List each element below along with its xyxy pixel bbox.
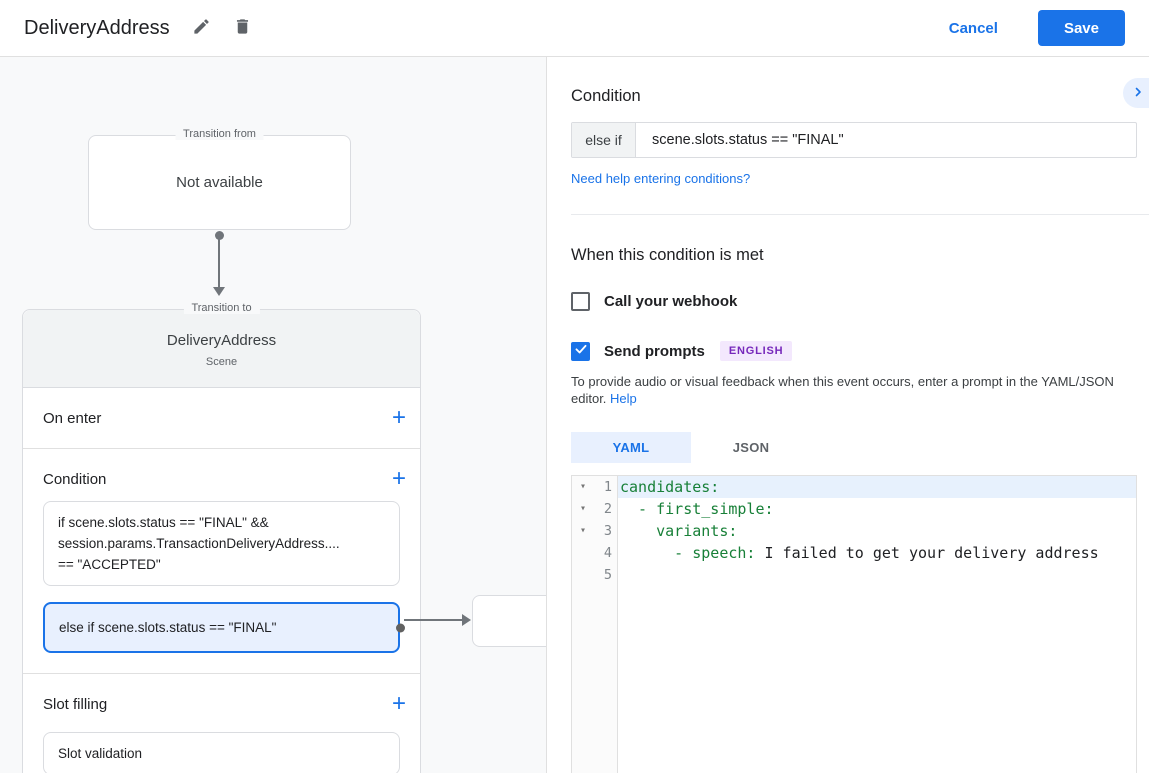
pencil-icon: [192, 17, 211, 39]
send-prompts-label: Send prompts: [604, 342, 705, 360]
condition-item-2-selected[interactable]: else if scene.slots.status == "FINAL": [43, 602, 405, 653]
scene-card-header[interactable]: DeliveryAddress Scene: [23, 310, 420, 388]
editor-gutter-fill: [572, 586, 1136, 773]
yaml-code-editor[interactable]: ▾ 1 candidates: ▾ 2 - first_simple: ▾ 3 …: [571, 475, 1137, 773]
plus-icon: +: [391, 690, 406, 717]
chevron-right-icon: [1132, 86, 1144, 101]
condition-help-link[interactable]: Need help entering conditions?: [571, 171, 751, 186]
code-line: ▾ 2 - first_simple:: [572, 498, 1136, 520]
condition-item-2-text: else if scene.slots.status == "FINAL": [59, 620, 277, 635]
transition-from-node: Transition from Not available: [88, 128, 351, 230]
add-condition-button[interactable]: +: [392, 467, 406, 491]
code-text[interactable]: variants:: [620, 522, 738, 540]
webhook-row: Call your webhook: [571, 292, 1137, 311]
code-line: 5: [572, 564, 1136, 586]
scene-name: DeliveryAddress: [166, 332, 277, 349]
condition-item-1-text: if scene.slots.status == "FINAL" && sess…: [58, 515, 340, 572]
on-enter-section: On enter +: [23, 388, 420, 449]
line-number: 3: [594, 520, 618, 542]
connector-arrowhead: [213, 287, 225, 296]
scene-diagram-canvas: Transition from Not available Transition…: [0, 57, 547, 773]
trash-icon: [233, 17, 252, 39]
webhook-checkbox[interactable]: [571, 292, 590, 311]
fold-gutter: [572, 564, 594, 586]
send-prompts-row: Send prompts ENGLISH: [571, 341, 1137, 361]
condition-transition-line: [404, 619, 464, 621]
scene-type: Scene: [205, 356, 238, 368]
line-number: 5: [594, 564, 618, 586]
transition-target-node[interactable]: [472, 595, 546, 647]
page-title: DeliveryAddress: [24, 16, 170, 39]
code-text[interactable]: - first_simple:: [620, 500, 774, 518]
prompts-description-text: To provide audio or visual feedback when…: [571, 374, 1114, 406]
tab-yaml[interactable]: YAML: [571, 432, 691, 463]
fold-arrow-icon[interactable]: ▾: [572, 520, 594, 542]
code-line: ▾ 1 candidates:: [572, 476, 1136, 498]
send-prompts-checkbox[interactable]: [571, 341, 590, 361]
condition-transition-arrowhead: [462, 614, 471, 626]
condition-prefix-label: else if: [572, 123, 636, 157]
code-text[interactable]: candidates:: [618, 476, 1136, 498]
plus-icon: +: [391, 404, 406, 431]
connector-line: [218, 237, 220, 289]
transition-from-label: Transition from: [175, 128, 264, 140]
line-number: 1: [594, 476, 618, 498]
transition-from-value: Not available: [176, 174, 263, 191]
code-line: ▾ 3 variants:: [572, 520, 1136, 542]
delete-scene-button[interactable]: [233, 17, 252, 39]
condition-section: Condition + if scene.slots.status == "FI…: [23, 449, 420, 674]
editor-format-tabs: YAML JSON: [571, 432, 1137, 463]
transition-to-node: Transition to DeliveryAddress Scene On e…: [22, 302, 421, 773]
add-slot-button[interactable]: +: [392, 692, 406, 716]
slot-filling-section: Slot filling + Slot validation Transacti…: [23, 674, 420, 773]
save-button[interactable]: Save: [1037, 10, 1125, 46]
slot-item-1-text: Slot validation: [58, 746, 143, 761]
cancel-button[interactable]: Cancel: [948, 19, 998, 37]
condition-section-label: Condition: [43, 470, 107, 488]
condition-item-1[interactable]: if scene.slots.status == "FINAL" && sess…: [43, 501, 400, 586]
condition-met-title: When this condition is met: [571, 246, 764, 264]
checkmark-icon: [574, 342, 588, 361]
fold-arrow-icon[interactable]: ▾: [572, 498, 594, 520]
help-link[interactable]: Help: [610, 391, 637, 406]
fold-gutter: [572, 542, 594, 564]
condition-expression-input[interactable]: [636, 123, 1136, 157]
line-number: 2: [594, 498, 618, 520]
code-line: 4 - speech: I failed to get your deliver…: [572, 542, 1136, 564]
plus-icon: +: [391, 465, 406, 492]
top-bar: DeliveryAddress Cancel Save: [0, 0, 1149, 57]
code-text[interactable]: [618, 564, 1136, 586]
slot-filling-label: Slot filling: [43, 695, 108, 713]
condition-editor-panel: Condition else if Need help entering con…: [547, 57, 1149, 773]
condition-input-row: else if: [571, 122, 1137, 158]
panel-divider: [571, 214, 1149, 215]
collapse-panel-button[interactable]: [1123, 78, 1149, 108]
prompts-description: To provide audio or visual feedback when…: [571, 373, 1137, 407]
add-on-enter-button[interactable]: +: [392, 406, 406, 430]
condition-connector-dot: [396, 623, 405, 632]
tab-json[interactable]: JSON: [691, 432, 811, 463]
line-number: 4: [594, 542, 618, 564]
on-enter-label: On enter: [43, 409, 102, 427]
webhook-label: Call your webhook: [604, 293, 738, 310]
panel-title: Condition: [571, 87, 641, 105]
slot-item-1[interactable]: Slot validation: [43, 732, 400, 773]
code-text[interactable]: - speech: I failed to get your delivery …: [620, 544, 1099, 562]
transition-to-label: Transition to: [183, 302, 260, 314]
edit-scene-button[interactable]: [192, 17, 211, 39]
language-badge: ENGLISH: [719, 341, 793, 361]
connector-dot: [215, 231, 224, 240]
fold-arrow-icon[interactable]: ▾: [572, 476, 594, 498]
